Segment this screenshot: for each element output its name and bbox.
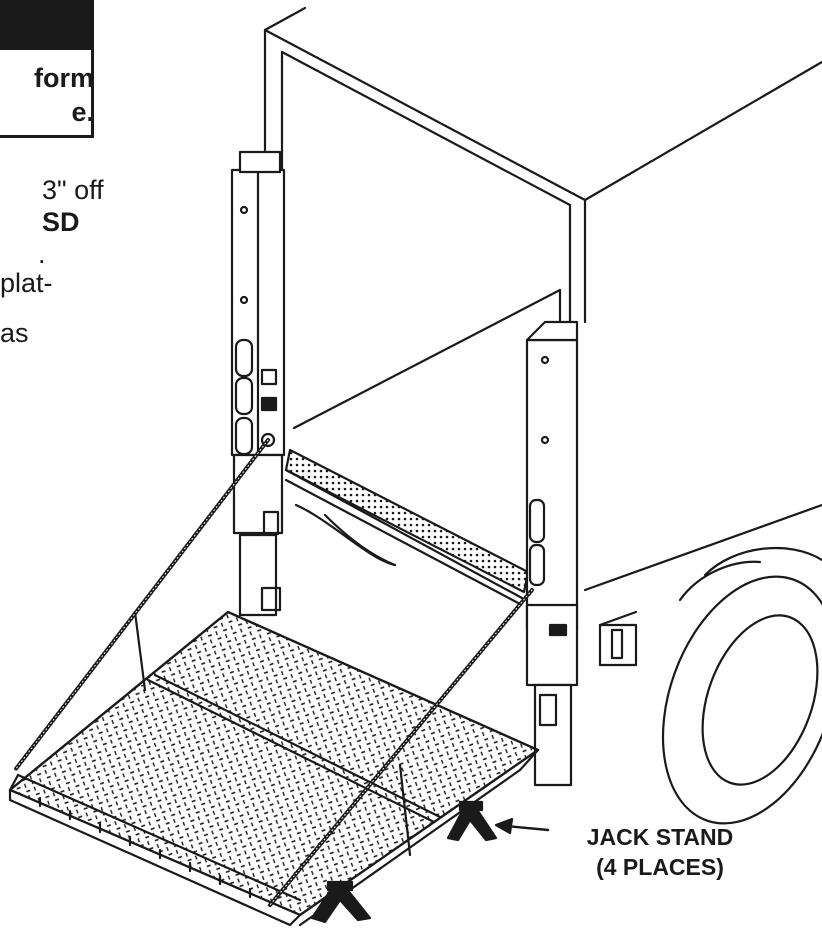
platform-chains	[13, 438, 534, 907]
warning-text-line-1: form	[34, 63, 94, 93]
jack-stand-rear	[446, 800, 498, 842]
callout-arrow	[494, 817, 550, 835]
warning-text-line-2: e.	[71, 97, 94, 127]
door-sill	[284, 448, 530, 606]
liftgate-platform	[8, 610, 540, 927]
left-liftgate-column	[230, 150, 286, 617]
truck-body	[263, 6, 822, 592]
instruction-text-line-4: plat-	[0, 268, 53, 298]
instruction-text-line-5: as	[0, 318, 29, 348]
truck-tire	[598, 546, 822, 825]
warning-header-bar	[0, 0, 91, 50]
instruction-text-line-3: .	[38, 239, 46, 269]
jack-stand-front	[310, 880, 372, 924]
callout-line-1: JACK STAND	[586, 824, 734, 850]
instruction-text-line-1: 3" off	[42, 175, 104, 205]
callout-line-2: (4 PLACES)	[596, 854, 724, 880]
right-liftgate-column	[525, 320, 579, 787]
warning-box	[0, 0, 94, 138]
jack-stand-callout: JACK STAND (4 PLACES)	[552, 822, 768, 882]
instruction-text-line-2: SD	[42, 207, 80, 237]
